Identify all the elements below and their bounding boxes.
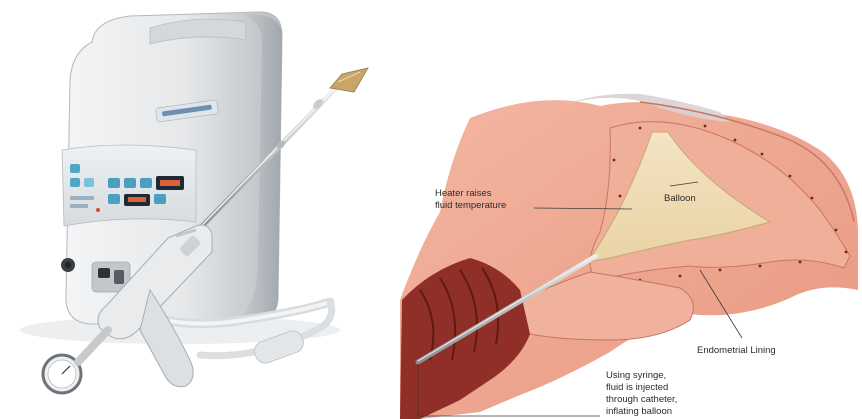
device-photo [20, 12, 368, 393]
panel-led [96, 208, 100, 212]
panel-indicator [70, 196, 94, 200]
label-balloon: Balloon [664, 193, 696, 204]
panel-indicator [70, 204, 88, 208]
panel-button [124, 178, 136, 188]
panel-button [70, 178, 80, 187]
panel-button [108, 178, 120, 188]
balloon-tip [330, 68, 368, 92]
label-syringe-line3: through catheter, [606, 394, 677, 405]
panel-display-digits [160, 180, 180, 186]
panel-button [84, 178, 94, 187]
panel-display-digits [128, 197, 146, 202]
anatomy-diagram: Heater raises fluid temperature Balloon … [400, 94, 858, 419]
control-panel [62, 145, 196, 226]
label-syringe-line4: inflating balloon [606, 406, 672, 417]
label-heater-line2: fluid temperature [435, 200, 506, 211]
panel-button [140, 178, 152, 188]
panel-button [70, 164, 80, 173]
panel-button [154, 194, 166, 204]
label-endometrial-lining: Endometrial Lining [697, 345, 776, 356]
label-heater-line1: Heater raises [435, 188, 492, 199]
panel-button [108, 194, 120, 204]
label-syringe-line2: fluid is injected [606, 382, 668, 393]
label-syringe-line1: Using syringe, [606, 370, 666, 381]
